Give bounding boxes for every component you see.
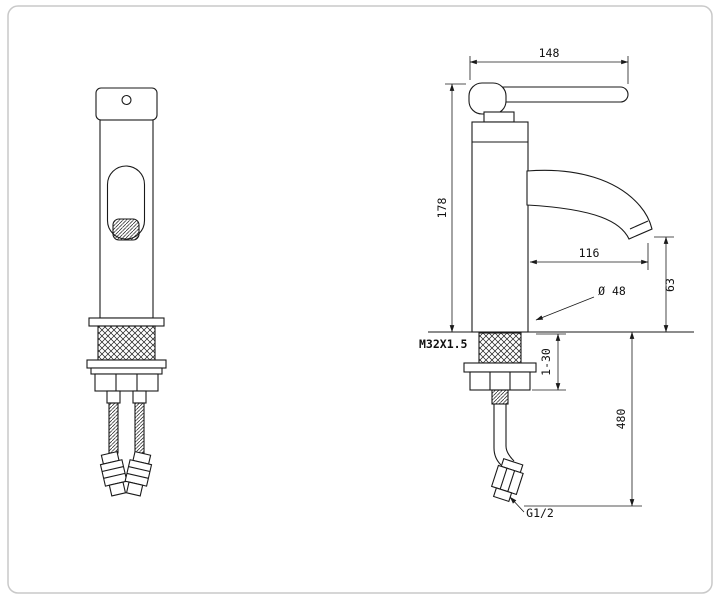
- dim-deck-thickness: 1-30: [532, 333, 566, 391]
- sheet-frame: [7, 5, 713, 594]
- front-mounting-nut: [94, 373, 159, 392]
- dim-diameter-label: Ø 48: [598, 284, 626, 298]
- front-connector-right: [124, 450, 153, 497]
- side-view: [428, 82, 694, 503]
- front-connector-left: [99, 450, 128, 497]
- dim-1-30-label: 1-30: [539, 348, 553, 376]
- front-hose-left: [108, 402, 119, 454]
- side-body: [471, 121, 529, 333]
- front-aerator: [112, 218, 140, 241]
- side-washer: [463, 362, 537, 373]
- front-washer-1: [86, 359, 167, 369]
- dim-178-label: 178: [435, 198, 449, 219]
- front-view: [86, 87, 167, 497]
- side-lever: [496, 86, 629, 103]
- side-hose-stub: [491, 389, 509, 405]
- side-hose: [493, 404, 502, 466]
- dim-480-label: 480: [614, 409, 628, 430]
- dim-spout-length: 148: [469, 46, 629, 84]
- dim-116-label: 116: [579, 246, 600, 260]
- side-mounting-nut: [469, 371, 531, 391]
- dim-148-label: 148: [539, 46, 560, 60]
- side-lever-pivot: [468, 82, 507, 115]
- side-connector: [490, 458, 524, 503]
- front-hose-fitting-right: [132, 390, 147, 404]
- dim-body-diameter: Ø 48: [535, 284, 626, 321]
- thread-label: M32X1.5: [419, 337, 468, 351]
- dim-hose-length: 480: [524, 331, 642, 507]
- front-threaded-shank: [97, 325, 156, 361]
- front-base-plate: [88, 317, 165, 327]
- dim-inlet-thread: G1/2: [509, 496, 554, 520]
- dim-g12-label: G1/2: [526, 506, 554, 520]
- dim-outlet-height: 63: [654, 236, 677, 333]
- side-neck: [483, 111, 515, 123]
- front-hose-right: [134, 402, 145, 454]
- front-screw-hole: [121, 94, 132, 106]
- dimensions: 148 178 116 63 Ø 48 M32X1.5: [419, 46, 677, 520]
- front-washer-2: [90, 367, 163, 375]
- front-hose-fitting-left: [106, 390, 121, 404]
- dim-height-above-deck: 178: [435, 83, 466, 333]
- dim-63-label: 63: [663, 278, 677, 292]
- side-threaded-shank: [478, 332, 522, 364]
- dim-spout-reach: 116: [529, 243, 649, 270]
- side-spout: [526, 169, 653, 240]
